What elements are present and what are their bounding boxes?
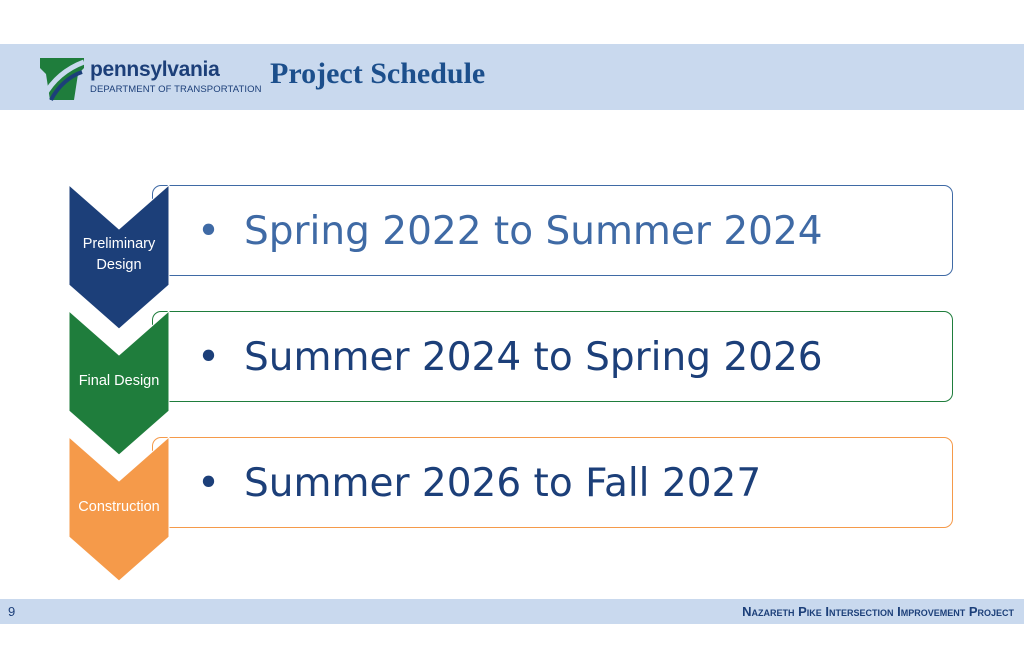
stage-preliminary-text: Spring 2022 to Summer 2024 xyxy=(244,209,823,254)
footer-band xyxy=(0,599,1024,624)
footer-project-title: Nazareth Pike Intersection Improvement P… xyxy=(742,604,1014,619)
bullet-icon: • xyxy=(197,461,221,506)
stage-final-text: Summer 2024 to Spring 2026 xyxy=(244,335,823,380)
stage-construction-text: Summer 2026 to Fall 2027 xyxy=(244,461,762,506)
stage-construction-box: • Summer 2026 to Fall 2027 xyxy=(152,437,953,528)
stage-preliminary-period: • Spring 2022 to Summer 2024 xyxy=(197,186,823,277)
page-title: Project Schedule xyxy=(270,57,486,90)
keystone-logo-icon xyxy=(40,58,85,101)
logo-org-name: pennsylvania xyxy=(90,58,220,81)
stage-preliminary-box: • Spring 2022 to Summer 2024 xyxy=(152,185,953,276)
stage-final-chevron xyxy=(68,310,170,456)
bullet-icon: • xyxy=(197,335,221,380)
penndot-logo: pennsylvania DEPARTMENT OF TRANSPORTATIO… xyxy=(38,56,261,102)
stage-preliminary-label: Preliminary Design xyxy=(82,236,156,273)
logo-department: DEPARTMENT OF TRANSPORTATION xyxy=(90,84,262,95)
bullet-icon: • xyxy=(197,209,221,254)
stage-final-label: Final Design xyxy=(78,373,160,389)
stage-final-period: • Summer 2024 to Spring 2026 xyxy=(197,312,823,403)
stage-preliminary-chevron xyxy=(68,184,170,330)
page-number: 9 xyxy=(8,604,16,619)
stage-construction-chevron xyxy=(68,436,170,582)
header-band xyxy=(0,44,1024,110)
stage-construction-period: • Summer 2026 to Fall 2027 xyxy=(197,438,761,529)
stage-final-box: • Summer 2024 to Spring 2026 xyxy=(152,311,953,402)
stage-construction-label: Construction xyxy=(78,499,160,515)
